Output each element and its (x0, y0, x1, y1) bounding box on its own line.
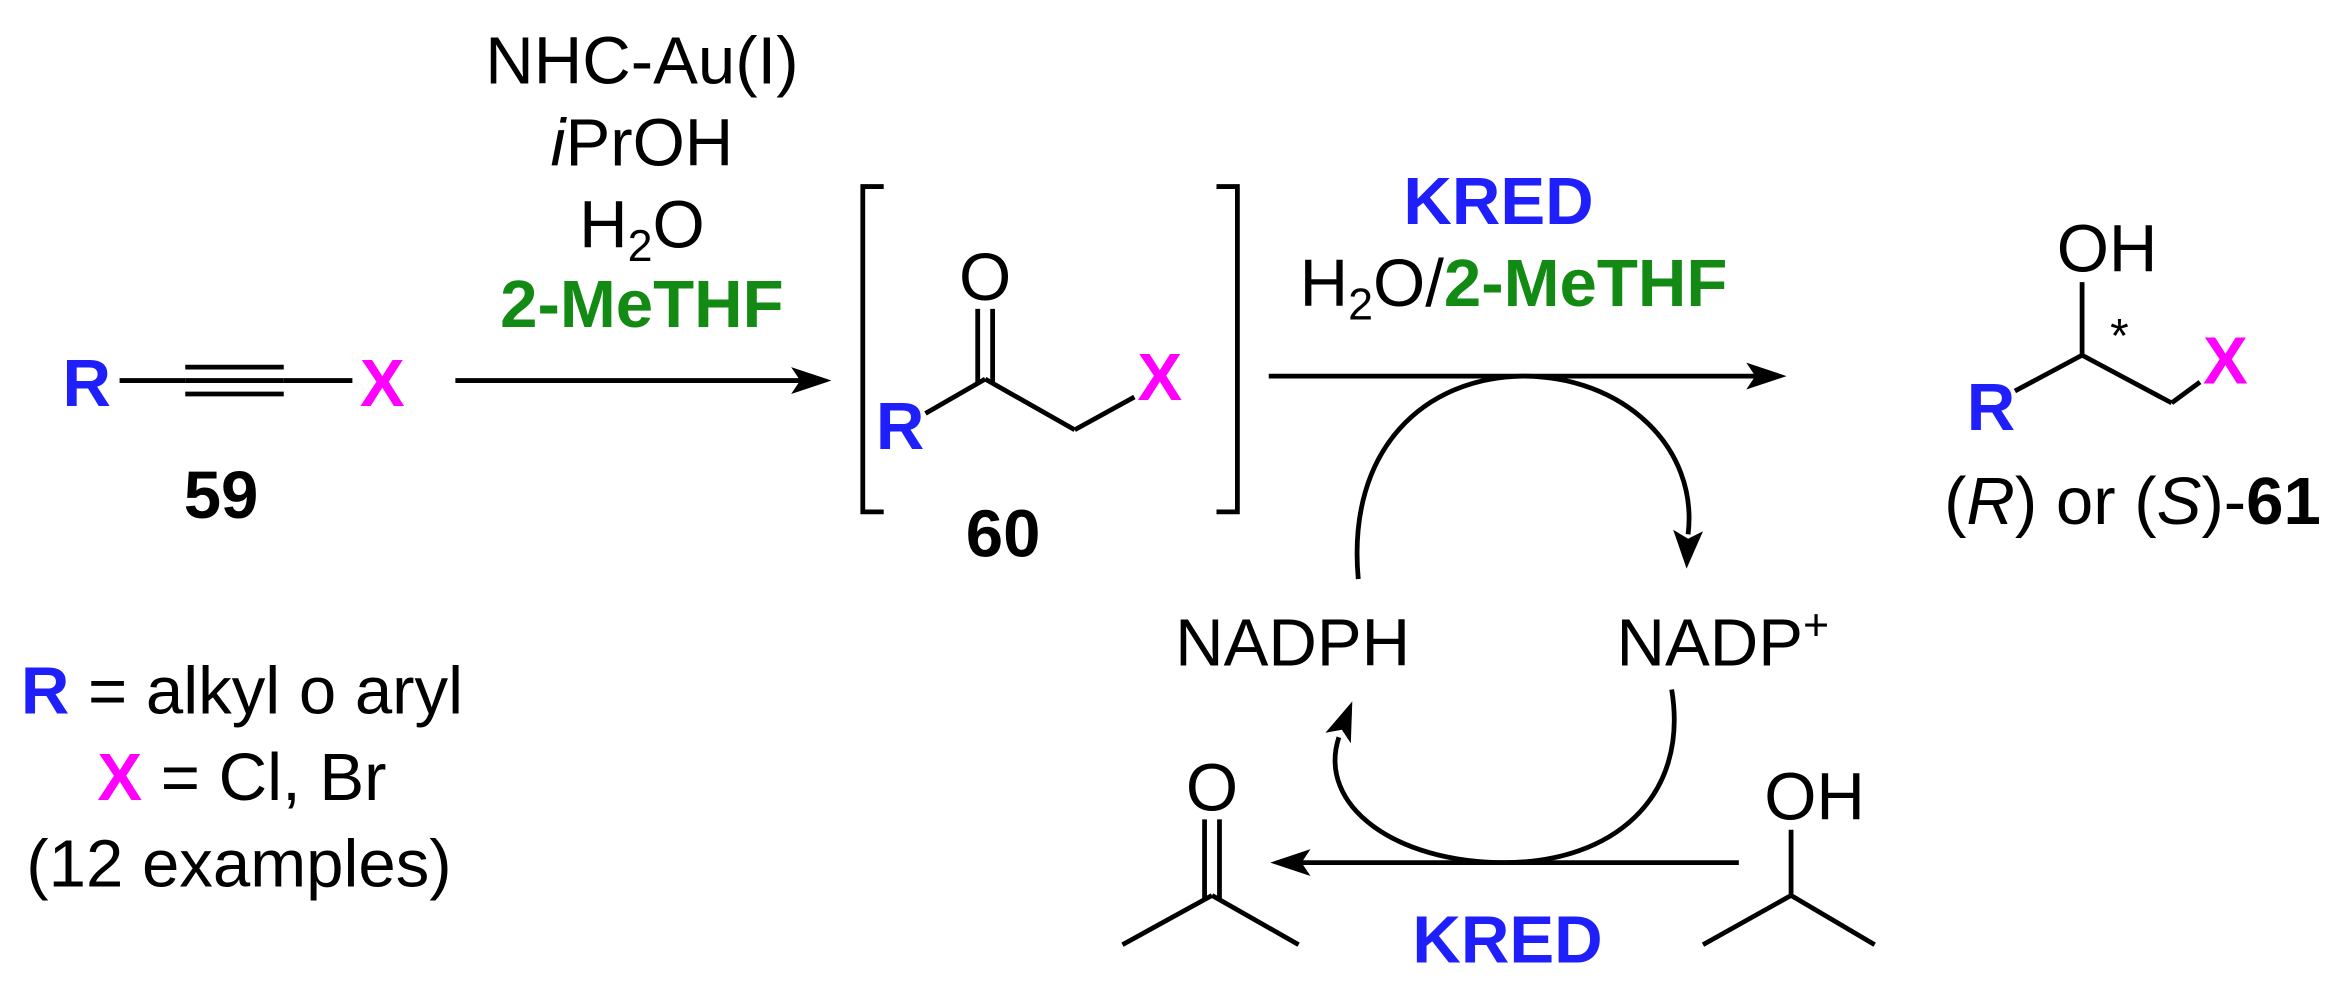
product-config-s: S (2157, 464, 2202, 539)
cosolvent-name: PrOH (565, 106, 733, 181)
reactant-bonds (119, 364, 353, 397)
reactant-x-group: X (360, 346, 405, 421)
product-label-open: ( (1944, 464, 1966, 539)
left-bracket (860, 184, 884, 515)
product-hydroxyl: OH (2057, 212, 2158, 287)
step-2-enzyme-label: KRED (1403, 164, 1593, 239)
step-2-water-subscript: 2 (1348, 279, 1373, 329)
intermediate-brackets (860, 184, 1240, 515)
legend-scope: (12 examples) (26, 826, 451, 901)
intermediate-r-group: R (876, 389, 925, 464)
stereocenter-asterisk: * (2110, 310, 2129, 363)
product-ch2-x-bond (2170, 380, 2202, 405)
cosolvent-prefix: i (551, 106, 568, 181)
legend-r-definition: R = alkyl o aryl (21, 653, 463, 728)
isopropanol-hydroxyl: OH (1764, 759, 1865, 834)
intermediate-number: 60 (966, 497, 1041, 572)
step-1-arrowhead (791, 367, 832, 394)
substituent-legend: R = alkyl o aryl X = Cl, Br (12 examples… (21, 653, 463, 901)
legend-x-symbol: X (97, 740, 142, 815)
water-subscript: 2 (628, 221, 653, 271)
reactant-59: R X 59 (62, 346, 404, 533)
cosolvent-label: iPrOH (551, 106, 734, 181)
intermediate-60: O R X 60 (860, 184, 1240, 572)
catalyst-label: NHC-Au(I) (485, 24, 798, 99)
acetone: O (1121, 750, 1300, 947)
nadph-to-nadp-arrowhead (1673, 529, 1704, 569)
nadp-to-nadph-arc (1332, 689, 1677, 865)
solvent-label: 2-MeTHF (500, 267, 783, 342)
product-label-close: )- (2201, 464, 2246, 539)
isopropanol-to-acetone-arrowhead (1270, 849, 1311, 877)
acetone-oxygen: O (1186, 750, 1238, 825)
water-o: O (653, 188, 705, 263)
isopropanol-left-methyl-bond (1701, 893, 1793, 947)
product-bonds (2013, 282, 2202, 406)
nadp-to-nadph-arrowhead (1325, 701, 1353, 744)
water-label: H2O (579, 188, 705, 271)
nadp-plus-label: NADP+ (1616, 600, 1829, 680)
intermediate-oxygen: O (959, 240, 1011, 315)
legend-r-symbol: R (21, 653, 70, 728)
intermediate-bonds (924, 308, 1136, 432)
product-label: (R) or (S)-61 (1944, 464, 2321, 539)
legend-x-text: = Cl, Br (142, 740, 386, 815)
acetone-bonds (1121, 819, 1300, 947)
product-x-group: X (2203, 324, 2248, 399)
acetone-right-methyl-bond (1210, 893, 1300, 947)
right-bracket (1216, 184, 1240, 515)
bond-carbonyl-ch2 (983, 376, 1076, 432)
step-2: KRED H2O/2-MeTHF (1268, 164, 1787, 390)
product-config-r: R (1966, 464, 2014, 539)
product-label-middle: ) or ( (2015, 464, 2157, 539)
nadph-label: NADPH (1175, 606, 1410, 681)
legend-x-definition: X = Cl, Br (97, 740, 386, 815)
acetone-left-methyl-bond (1121, 893, 1214, 947)
product-c-r-bond (2013, 353, 2084, 394)
step-2-solvent-label: H2O/2-MeTHF (1300, 246, 1728, 329)
water-h: H (579, 188, 628, 263)
nadp-charge: + (1803, 600, 1829, 650)
step-2-solvent-separator: / (1425, 246, 1444, 321)
cycle-curves (1298, 373, 1739, 865)
intermediate-x-group: X (1137, 340, 1182, 415)
bond-ch2-x (1073, 394, 1136, 432)
product-61: OH * R X (R) or (S)-61 (1944, 212, 2321, 539)
nadp-text: NADP (1616, 606, 1803, 681)
legend-r-text: = alkyl o aryl (69, 653, 463, 728)
cofactor-recycling: NADPH NADP+ KRED O OH (1121, 373, 1876, 978)
step-2-water-o: O (1373, 246, 1425, 321)
step-2-solvent-name: 2-MeTHF (1444, 246, 1727, 321)
step-2-arrowhead (1746, 362, 1787, 390)
bond-carbonyl-r (924, 376, 987, 416)
product-number: 61 (2246, 464, 2321, 539)
reactant-r-group: R (62, 346, 111, 421)
reactant-number: 59 (184, 458, 259, 533)
isopropanol-right-methyl-bond (1789, 893, 1876, 947)
step-1: NHC-Au(I) iPrOH H2O 2-MeTHF (455, 24, 832, 394)
scheme-content: R X 59 NHC-Au(I) iPrOH H2O 2-MeTHF O R X… (21, 24, 2321, 978)
recycling-enzyme-label: KRED (1412, 903, 1602, 978)
isopropanol-bonds (1701, 829, 1876, 947)
product-r-group: R (1967, 370, 2016, 445)
isopropanol: OH (1701, 759, 1876, 947)
nadph-to-nadp-arc (1354, 373, 1692, 580)
step-2-water-h: H (1300, 246, 1349, 321)
product-c-ch2-bond (2080, 353, 2173, 406)
